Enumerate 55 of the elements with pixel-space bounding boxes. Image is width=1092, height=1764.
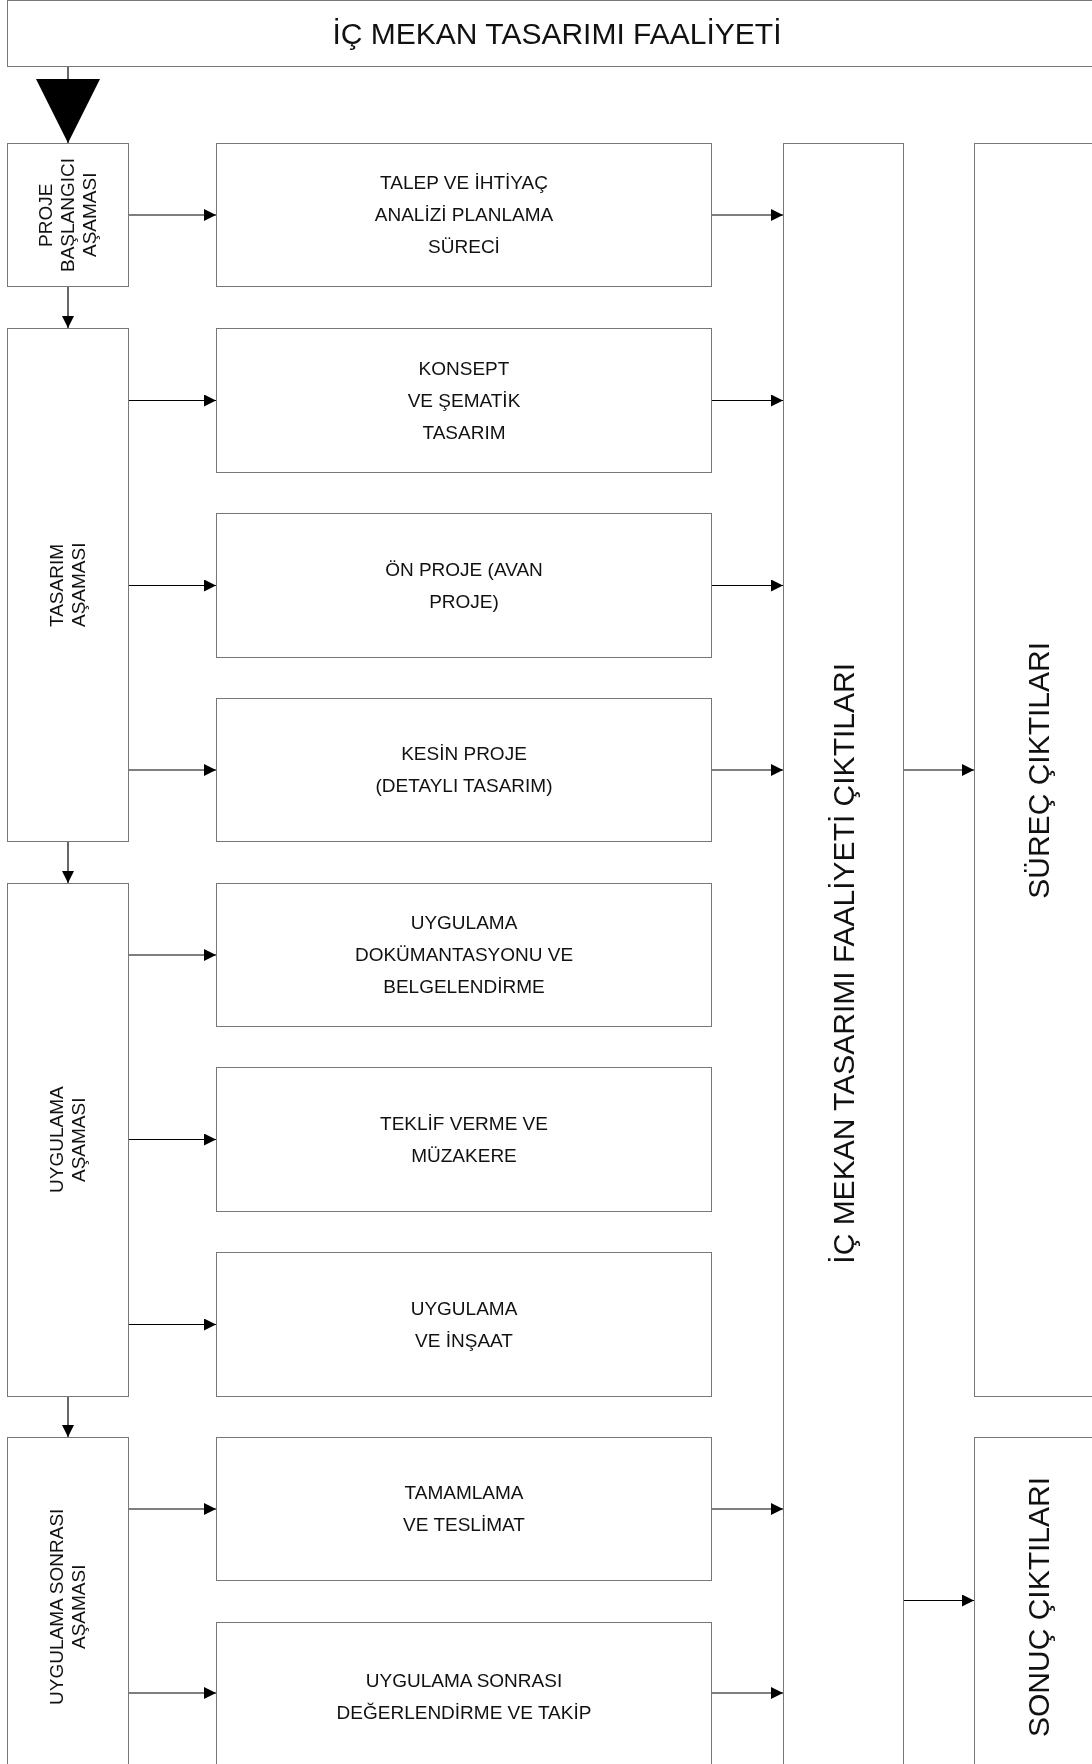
arrow bbox=[128, 1503, 217, 1515]
arrow bbox=[711, 579, 784, 592]
arrow bbox=[903, 764, 975, 776]
process-box bbox=[216, 1437, 712, 1581]
stage-box bbox=[783, 143, 904, 1764]
arrow bbox=[711, 1687, 784, 1699]
arrow bbox=[128, 949, 217, 961]
arrow bbox=[128, 394, 217, 407]
process-box bbox=[216, 1622, 712, 1764]
arrow bbox=[711, 394, 784, 407]
stage-box bbox=[7, 883, 129, 1397]
vertical-label: SÜREÇ ÇIKTILARI bbox=[1022, 641, 1056, 899]
process-box bbox=[216, 328, 712, 473]
box-label: UYGULAMA DOKÜMANTASYONU VE BELGELENDİRME bbox=[353, 911, 575, 999]
vertical-label: UYGULAMA SONRASI AŞAMASI bbox=[46, 1507, 90, 1708]
box-label: ÖN PROJE (AVAN PROJE) bbox=[384, 557, 544, 614]
stage-box bbox=[7, 328, 129, 842]
stage-box bbox=[974, 143, 1092, 1397]
process-box bbox=[216, 883, 712, 1027]
stage-box bbox=[974, 1437, 1092, 1764]
box-label: İÇ MEKAN TASARIMI FAALİYETİ bbox=[332, 16, 782, 51]
arrow bbox=[62, 841, 74, 884]
stage-box bbox=[7, 143, 129, 287]
arrow bbox=[711, 1503, 784, 1515]
arrow bbox=[128, 209, 217, 221]
arrow bbox=[62, 1396, 74, 1438]
box-label: KESİN PROJE (DETAYLI TASARIM) bbox=[374, 742, 554, 798]
process-box bbox=[216, 698, 712, 842]
vertical-label: TASARIM AŞAMASI bbox=[46, 541, 90, 630]
box-label: TALEP VE İHTİYAÇ ANALİZİ PLANLAMA SÜRECİ bbox=[373, 171, 555, 259]
vertical-label: UYGULAMA AŞAMASI bbox=[46, 1085, 90, 1196]
arrow bbox=[128, 1133, 217, 1146]
arrow bbox=[128, 579, 217, 592]
arrow bbox=[128, 1318, 217, 1331]
arrow bbox=[128, 1687, 217, 1699]
process-box bbox=[216, 1067, 712, 1212]
vertical-label: İÇ MEKAN TASARIMI FAALİYETİ ÇIKTILARI bbox=[826, 662, 861, 1264]
process-box bbox=[7, 0, 1092, 67]
box-label: TEKLİF VERME VE MÜZAKERE bbox=[379, 1111, 549, 1168]
vertical-label: SONUÇ ÇIKTILARI bbox=[1022, 1476, 1056, 1737]
arrow bbox=[128, 764, 217, 776]
arrow bbox=[62, 286, 74, 329]
box-label: KONSEPT VE ŞEMATİK TASARIM bbox=[406, 356, 522, 445]
arrow bbox=[711, 209, 784, 221]
process-box bbox=[216, 513, 712, 658]
arrow bbox=[36, 66, 100, 144]
box-label: TAMAMLAMA VE TESLİMAT bbox=[402, 1481, 526, 1537]
box-label: UYGULAMA VE İNŞAAT bbox=[409, 1296, 519, 1353]
arrow bbox=[711, 764, 784, 776]
process-box bbox=[216, 1252, 712, 1397]
box-label: UYGULAMA SONRASI DEĞERLENDİRME VE TAKİP bbox=[335, 1669, 593, 1725]
process-box bbox=[216, 143, 712, 287]
arrow bbox=[903, 1594, 975, 1607]
vertical-label: PROJE BAŞLANGICI AŞAMASI bbox=[35, 157, 101, 275]
stage-box bbox=[7, 1437, 129, 1764]
